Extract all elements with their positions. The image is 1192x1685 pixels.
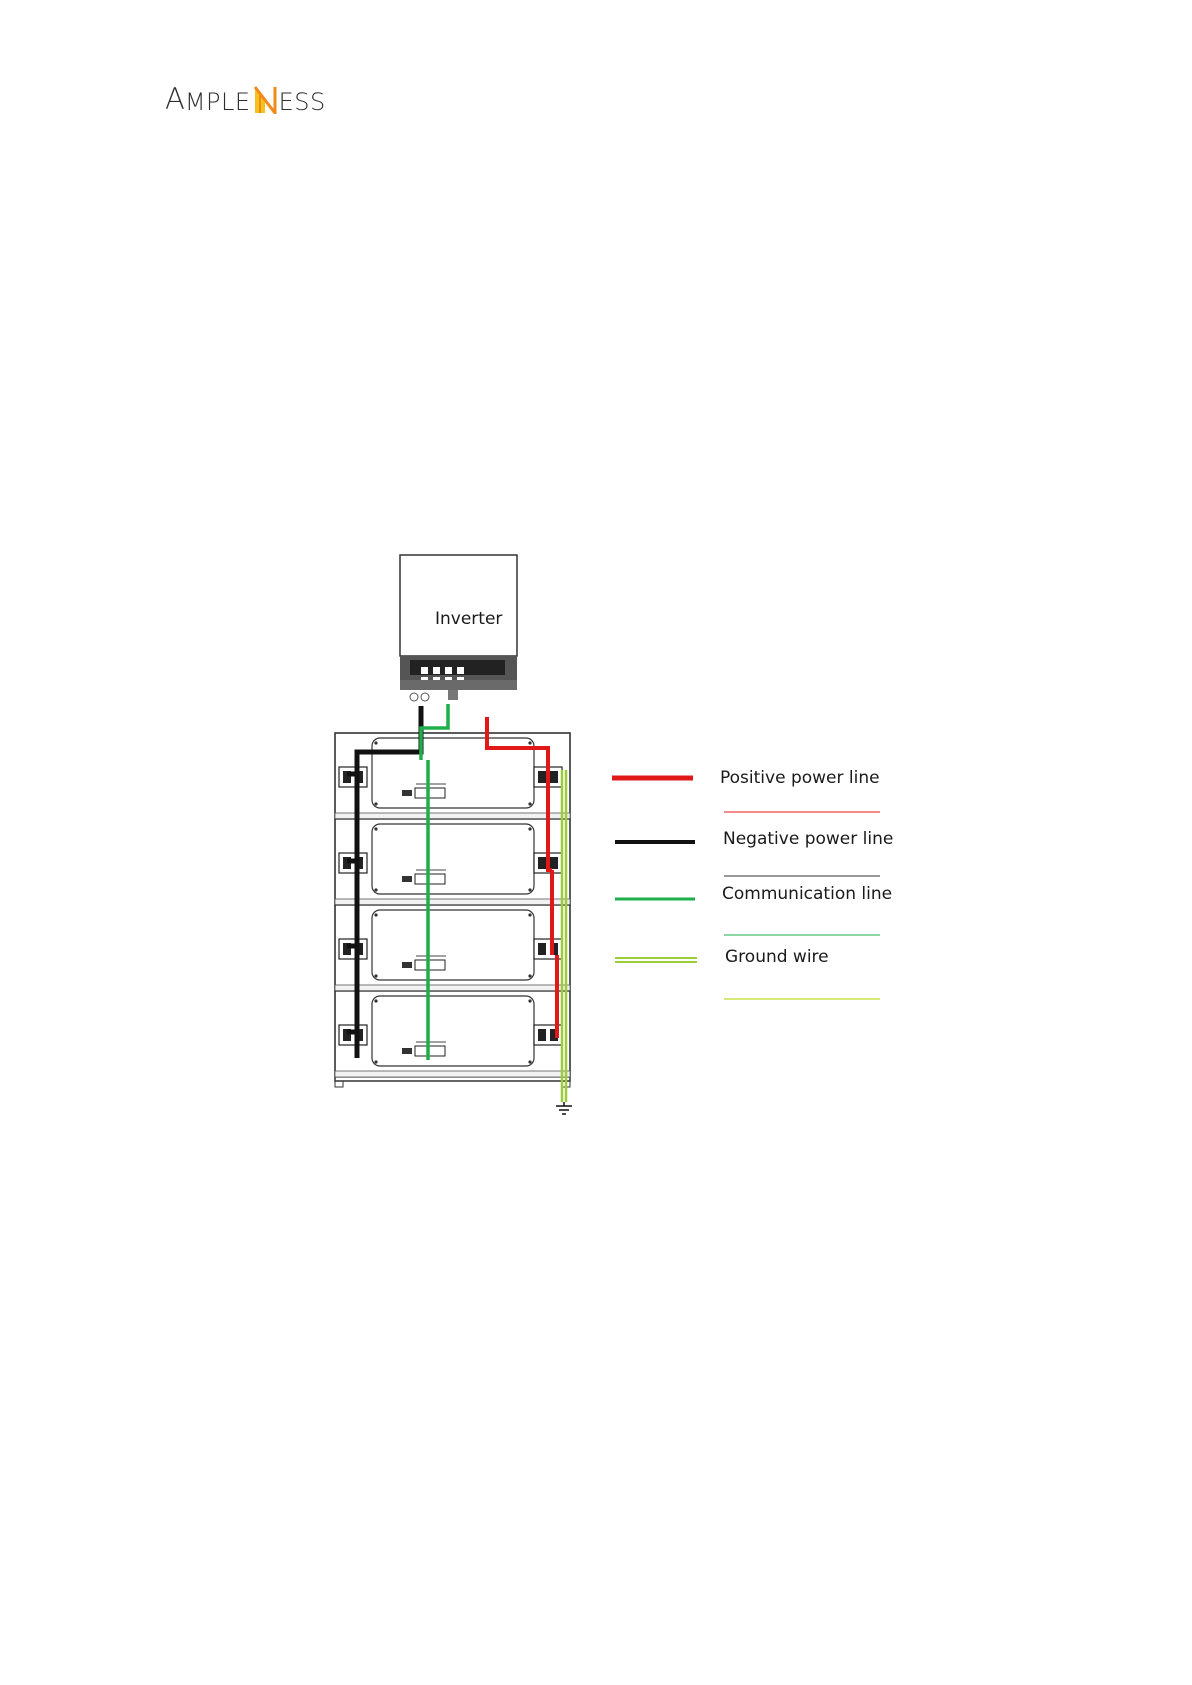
battery-module bbox=[335, 905, 570, 991]
legend-label-negative: Negative power line bbox=[723, 829, 893, 849]
legend-label-ground: Ground wire bbox=[725, 947, 829, 967]
battery-module bbox=[335, 991, 570, 1077]
cabinet-foot bbox=[335, 1081, 343, 1087]
legend-label-positive: Positive power line bbox=[720, 768, 880, 788]
ground-symbol-icon bbox=[556, 1102, 572, 1114]
legend-label-communication: Communication line bbox=[722, 884, 892, 904]
battery-module bbox=[335, 819, 570, 905]
ground-cable bbox=[562, 770, 566, 1102]
battery-cabinet bbox=[335, 733, 570, 1087]
inverter-label: Inverter bbox=[435, 609, 502, 629]
battery-module bbox=[335, 733, 570, 819]
